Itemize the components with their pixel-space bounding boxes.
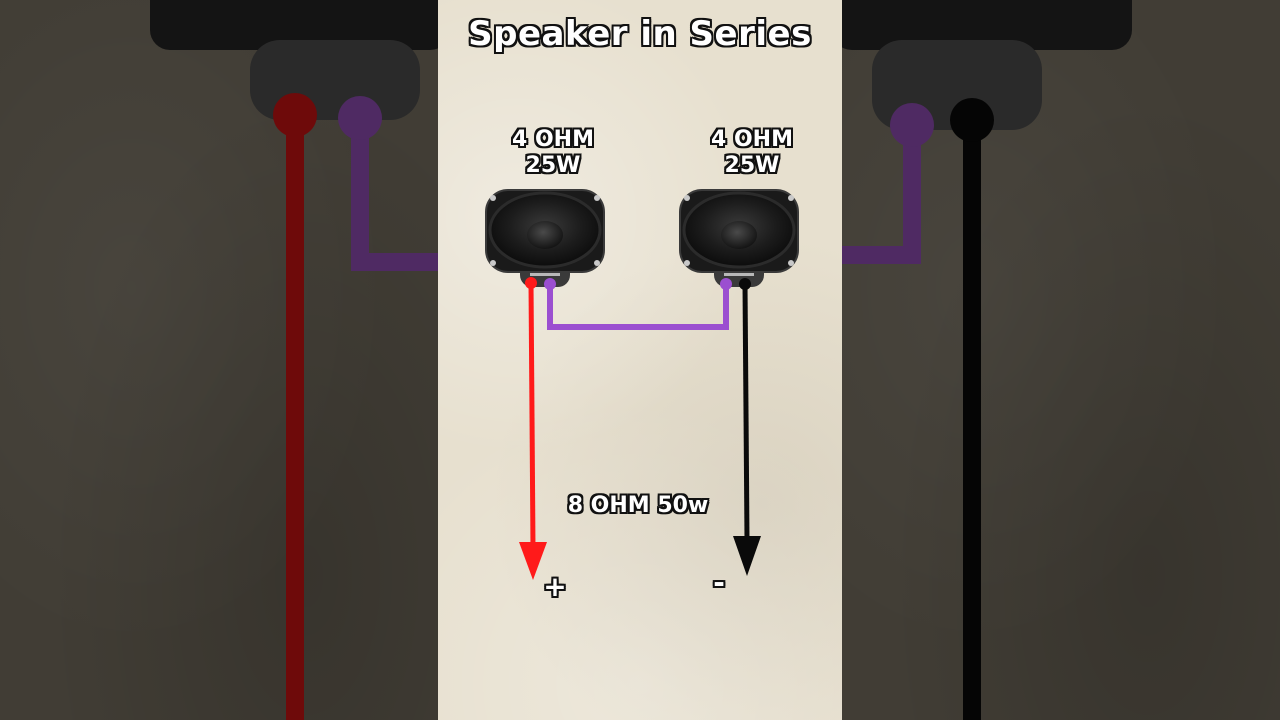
negative-wire — [742, 283, 750, 541]
speaker-right-screw — [788, 260, 794, 266]
background-purple-terminal-left — [338, 96, 382, 140]
positive-wire — [528, 282, 536, 549]
total-rating-label: 8 OHM 50w — [567, 493, 709, 518]
speaker-left-label: 4 OHM 25W — [483, 127, 623, 179]
right-speaker-positive-terminal — [720, 278, 732, 290]
speaker-right-screw — [788, 195, 794, 201]
speaker-right-power: 25W — [724, 153, 780, 178]
speaker-left-power: 25W — [525, 153, 581, 178]
left-speaker-negative-terminal — [544, 278, 556, 290]
speaker-left-dome — [527, 221, 563, 249]
speaker-right-label: 4 OHM 25W — [682, 127, 822, 179]
negative-label: - — [713, 566, 725, 599]
right-speaker-negative-terminal — [739, 278, 751, 290]
background-speaker-left — [150, 0, 438, 50]
left-speaker-positive-terminal — [525, 277, 537, 289]
background-purple-wire-left — [351, 115, 438, 271]
background-right — [842, 0, 1280, 720]
wiring-diagram — [485, 189, 799, 580]
background-red-terminal — [273, 93, 317, 137]
positive-label: + — [543, 570, 567, 603]
background-black-terminal — [950, 98, 994, 142]
speaker-right-screw — [684, 260, 690, 266]
background-purple-wire-right — [842, 125, 921, 264]
positive-arrow — [519, 542, 547, 580]
speaker-left-screw — [490, 195, 496, 201]
diagram-title: Speaker in Series — [468, 14, 812, 54]
background-left-art — [150, 0, 438, 720]
speaker-right-screw — [684, 195, 690, 201]
speaker-right — [679, 189, 799, 287]
speaker-right-impedance: 4 OHM — [711, 127, 793, 152]
background-left — [0, 0, 438, 720]
background-speaker-right — [842, 0, 1132, 50]
series-link-wire — [547, 284, 729, 330]
background-purple-terminal-right — [890, 103, 934, 147]
speaker-left-screw — [594, 195, 600, 201]
background-right-art — [842, 0, 1132, 720]
speaker-left-screw — [594, 260, 600, 266]
speaker-left — [485, 189, 605, 287]
negative-arrow — [733, 536, 761, 576]
speaker-left-screw — [490, 260, 496, 266]
diagram-panel: Speaker in Series 4 OHM 25W 4 OHM 25W 8 … — [438, 0, 842, 720]
speaker-left-impedance: 4 OHM — [512, 127, 594, 152]
speaker-right-dome — [721, 221, 757, 249]
